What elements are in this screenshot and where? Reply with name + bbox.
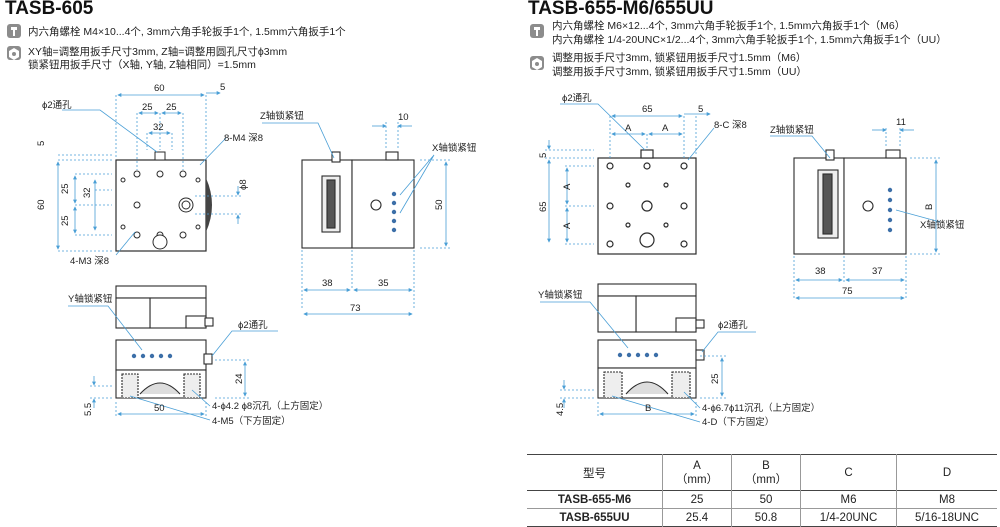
note-left-1: 内六角螺栓 M4×10...4个, 3mm六角手轮扳手1个, 1.5mm六角扳手… [28, 26, 346, 38]
dimension-lines-left-side [262, 122, 450, 316]
svg-text:32: 32 [153, 122, 164, 133]
svg-text:60: 60 [36, 199, 47, 210]
col-header-c: C [800, 454, 897, 491]
col-header-model: 型号 [527, 454, 663, 491]
svg-text:4.5: 4.5 [555, 403, 566, 416]
table-cell: 1/4-20UNC [800, 508, 897, 527]
note-right-4: 调整用扳手尺寸3mm, 锁紧钮用扳手尺寸1.5mm（UU） [552, 66, 807, 78]
table-cell: 50 [731, 490, 801, 509]
svg-text:4-ϕ4.2 ϕ8沉孔（上方固定）: 4-ϕ4.2 ϕ8沉孔（上方固定） [212, 400, 328, 412]
front-view-right [597, 283, 705, 399]
spec-table: 型号 A （mm） B （mm） C D TASB-655-M6 25 50 M… [527, 454, 997, 527]
svg-text:50: 50 [154, 403, 165, 414]
svg-text:A: A [625, 123, 632, 134]
svg-text:37: 37 [872, 266, 883, 277]
svg-text:75: 75 [842, 286, 853, 297]
svg-text:Z轴锁紧钮: Z轴锁紧钮 [260, 110, 304, 122]
svg-text:73: 73 [350, 303, 361, 314]
table-cell: 50.8 [731, 508, 801, 527]
svg-text:32: 32 [82, 187, 93, 198]
svg-text:4-M3 深8: 4-M3 深8 [70, 256, 109, 267]
svg-text:ϕ8: ϕ8 [238, 179, 249, 190]
svg-text:65: 65 [642, 104, 653, 115]
table-row: TASB-655UU 25.4 50.8 1/4-20UNC 5/16-18UN… [527, 508, 997, 527]
table-cell: 25 [662, 490, 732, 509]
col-header-b: B （mm） [731, 454, 801, 491]
svg-text:11: 11 [896, 117, 906, 128]
svg-text:Z轴锁紧钮: Z轴锁紧钮 [770, 124, 814, 136]
svg-text:65: 65 [538, 201, 549, 212]
svg-text:5: 5 [220, 82, 225, 93]
svg-text:38: 38 [815, 266, 826, 277]
note-left-2: XY轴=调整用扳手尺寸3mm, Z轴=调整用圆孔尺寸ϕ3mm [28, 46, 288, 58]
svg-text:35: 35 [378, 278, 389, 289]
svg-text:ϕ2通孔: ϕ2通孔 [718, 320, 748, 331]
table-cell: M8 [939, 493, 955, 506]
svg-text:10: 10 [398, 112, 409, 123]
svg-text:5: 5 [36, 141, 47, 146]
dim-labels-right-side: Z轴锁紧钮 11 B X轴锁紧钮 38 37 75 [770, 117, 965, 297]
side-view-left [301, 151, 415, 249]
table-cell: 25.4 [662, 508, 732, 527]
top-view-right [597, 149, 697, 255]
svg-text:Y轴锁紧钮: Y轴锁紧钮 [68, 293, 113, 305]
svg-text:A: A [562, 222, 573, 229]
svg-text:X轴锁紧钮: X轴锁紧钮 [432, 142, 477, 154]
table-cell: TASB-655-M6 [527, 490, 663, 509]
svg-text:5: 5 [698, 104, 703, 115]
model-title-left: TASB-605 [5, 0, 94, 19]
dim-labels-left-top: 60 25 25 32 5 ϕ2通孔 8-M4 深8 5 60 25 32 25… [36, 82, 263, 267]
svg-text:ϕ2通孔: ϕ2通孔 [238, 320, 268, 331]
svg-text:Y轴锁紧钮: Y轴锁紧钮 [538, 289, 583, 301]
model-title-right: TASB-655-M6/655UU [528, 0, 714, 19]
svg-text:24: 24 [234, 373, 245, 384]
dim-labels-left-front: Y轴锁紧钮 ϕ2通孔 24 5.5 50 4-ϕ4.2 ϕ8沉孔（上方固定） 4… [68, 293, 328, 427]
dimension-lines-right-top [545, 103, 715, 245]
dim-labels-left-side: Z轴锁紧钮 10 X轴锁紧钮 50 38 35 73 [260, 110, 477, 314]
svg-text:8-C 深8: 8-C 深8 [714, 120, 747, 131]
svg-text:25: 25 [60, 215, 71, 226]
table-row: TASB-655-M6 25 50 M6 M8 [527, 490, 997, 509]
svg-text:X轴锁紧钮: X轴锁紧钮 [920, 219, 965, 231]
svg-text:4-D（下方固定）: 4-D（下方固定） [702, 416, 774, 428]
dimension-lines-left-front [68, 305, 278, 421]
side-view-right [793, 149, 907, 255]
col-header-a: A （mm） [662, 454, 732, 491]
svg-text:25: 25 [710, 373, 721, 384]
svg-text:25: 25 [60, 183, 71, 194]
svg-text:50: 50 [434, 199, 445, 210]
svg-text:B: B [924, 204, 935, 210]
svg-text:25: 25 [166, 102, 177, 113]
svg-text:ϕ2通孔: ϕ2通孔 [562, 93, 592, 104]
col-header-d: D [942, 466, 952, 479]
note-right-1: 内六角螺栓 M6×12...4个, 3mm六角手轮扳手1个, 1.5mm六角扳手… [552, 20, 906, 32]
svg-text:8-M4 深8: 8-M4 深8 [224, 133, 263, 144]
svg-text:A: A [562, 183, 573, 190]
dim-labels-right-top: ϕ2通孔 65 5 A A 8-C 深8 5 65 A A [538, 93, 747, 229]
dimension-lines-right-front [540, 301, 756, 423]
table-cell: TASB-655UU [527, 508, 663, 527]
svg-text:A: A [662, 123, 669, 134]
table-cell: 5/16-18UNC [915, 511, 979, 524]
note-right-3: 调整用扳手尺寸3mm, 锁紧钮用扳手尺寸1.5mm（M6） [552, 52, 807, 64]
svg-text:60: 60 [154, 83, 165, 94]
svg-text:5.5: 5.5 [83, 403, 94, 416]
svg-text:ϕ2通孔: ϕ2通孔 [42, 100, 72, 111]
table-cell: M6 [800, 490, 897, 509]
svg-text:4-M5（下方固定）: 4-M5（下方固定） [212, 415, 291, 427]
dimension-lines-left-top [56, 91, 242, 256]
svg-text:38: 38 [322, 278, 333, 289]
front-view-left [115, 285, 214, 399]
dim-labels-right-front: Y轴锁紧钮 ϕ2通孔 25 4.5 B 4-ϕ6.7ϕ11沉孔（上方固定） 4-… [538, 289, 820, 428]
svg-text:B: B [645, 403, 651, 414]
svg-text:25: 25 [142, 102, 153, 113]
svg-text:4-ϕ6.7ϕ11沉孔（上方固定）: 4-ϕ6.7ϕ11沉孔（上方固定） [702, 402, 820, 414]
top-view-left [115, 151, 212, 252]
note-right-2: 内六角螺栓 1/4-20UNC×1/2...4个, 3mm六角手轮扳手1个, 1… [552, 34, 947, 46]
dimension-lines-right-side [770, 128, 941, 300]
svg-text:5: 5 [538, 153, 549, 158]
note-left-3: 锁紧钮用扳手尺寸（X轴, Y轴, Z轴相同）=1.5mm [28, 59, 256, 71]
